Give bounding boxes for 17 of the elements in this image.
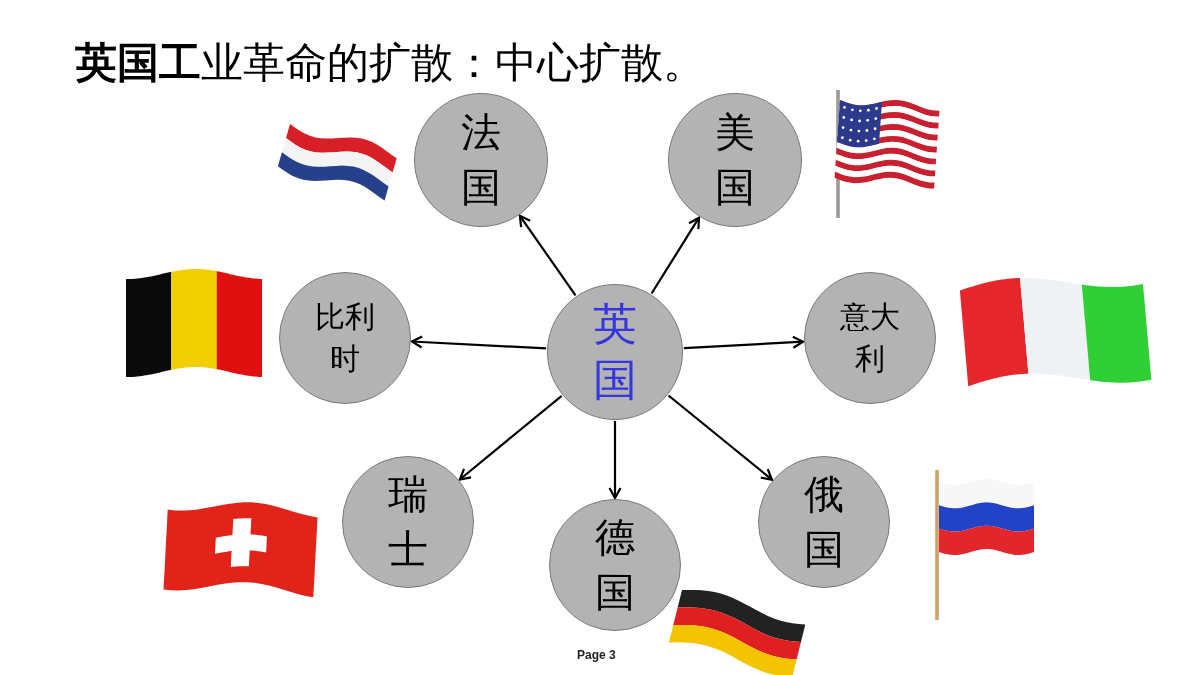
arrow <box>608 421 622 500</box>
circle-node: 英国 <box>547 284 683 420</box>
arrow <box>410 335 547 350</box>
circle-node: 俄国 <box>758 456 890 588</box>
arrow <box>650 216 701 295</box>
circle-node: 法国 <box>414 93 548 227</box>
circle-node: 意大利 <box>804 272 936 404</box>
arrow <box>667 394 774 481</box>
slide-title: 英国工业革命的扩散：中心扩散。 <box>75 40 705 87</box>
page-number: Page 3 <box>577 648 616 662</box>
arrow <box>458 394 563 481</box>
circle-node: 比利时 <box>279 272 411 404</box>
arrow <box>683 335 805 350</box>
circle-node: 瑞士 <box>342 456 474 588</box>
arrow <box>518 214 577 297</box>
circle-node: 德国 <box>549 499 681 631</box>
circle-node: 美国 <box>668 93 802 227</box>
